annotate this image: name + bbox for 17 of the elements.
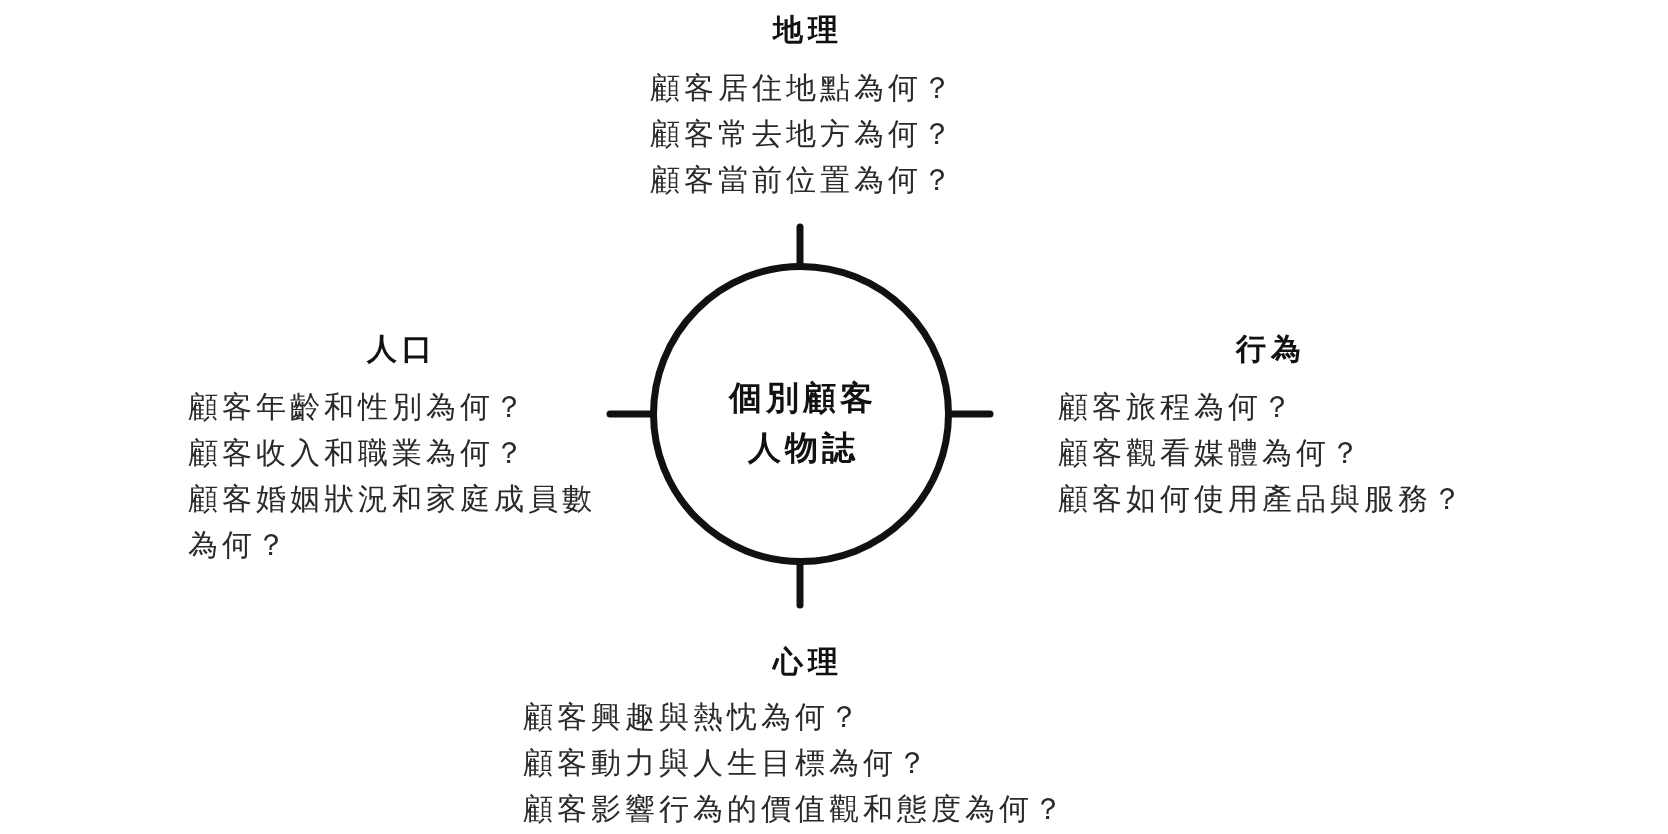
- category-heading: 地理: [771, 11, 844, 49]
- category-heading: 人口: [365, 330, 438, 368]
- persona-title: 個別顧客人物誌: [727, 377, 878, 469]
- question-text: 顧客居住地點為何？: [650, 69, 957, 107]
- question-text: 顧客當前位置為何？: [650, 161, 957, 199]
- category-heading: 心理: [771, 643, 844, 681]
- question-text: 顧客常去地方為何？: [650, 115, 957, 153]
- question-text: 顧客觀看媒體為何？: [1058, 434, 1365, 472]
- question-text: 顧客動力與人生目標為何？: [523, 744, 932, 782]
- question-text: 顧客婚姻狀況和家庭成員數為何？: [188, 480, 597, 564]
- question-text: 顧客旅程為何？: [1058, 388, 1297, 426]
- question-text: 顧客收入和職業為何？: [188, 434, 529, 472]
- question-text: 顧客影響行為的價值觀和態度為何？: [523, 790, 1068, 828]
- question-text: 顧客年齡和性別為何？: [188, 388, 529, 426]
- question-text: 顧客興趣與熱忱為何？: [523, 698, 864, 736]
- question-text: 顧客如何使用產品與服務？: [1058, 480, 1467, 518]
- category-heading: 行為: [1234, 330, 1307, 368]
